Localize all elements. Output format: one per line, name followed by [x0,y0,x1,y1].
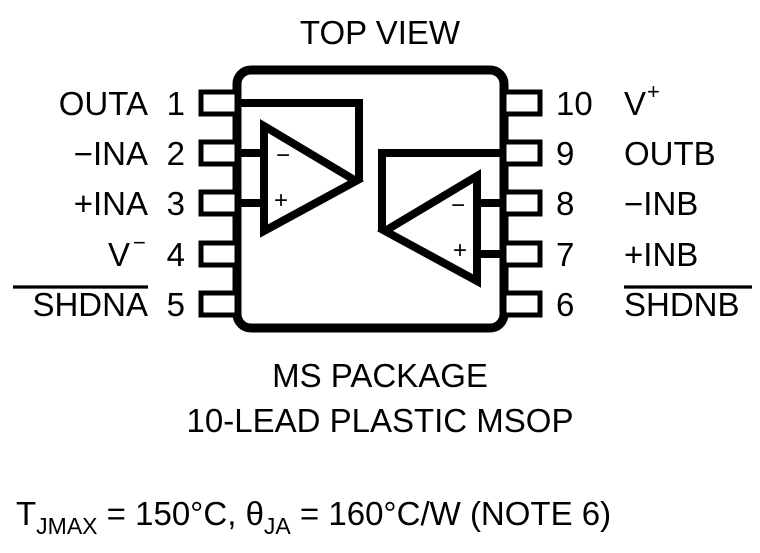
amp-a-triangle [260,118,365,238]
pin-number-3: 3 [167,185,185,222]
pin-label-v-positive: V [624,85,646,122]
amp-b-plus-sign: + [453,237,467,264]
pin-label-ina-plus: +INA [74,185,148,222]
pin-lead-9 [501,139,543,167]
amp-a-output-wire [237,99,363,181]
thermal-t-subscript: JMAX [36,513,97,539]
pin-number-7: 7 [556,236,574,273]
pin-label-inb-minus: −INB [624,185,698,222]
pin-label-v-negative-superscript: − [133,230,146,255]
pin-number-10: 10 [556,85,593,122]
pin-number-5: 5 [167,286,185,323]
pin-label-outa: OUTA [59,85,148,122]
pin-number-9: 9 [556,135,574,172]
pin-label-shdna: SHDNA [32,286,148,323]
amp-a-minus-sign: − [276,142,290,169]
pin-label-inb-plus: +INB [624,236,698,273]
pin-lead-5 [198,290,240,318]
pin-number-6: 6 [556,286,574,323]
thermal-theta-symbol: θ [246,495,264,532]
pin-lead-7 [501,240,543,268]
amp-b-output-wire [378,149,504,231]
package-name-caption: MS PACKAGE [272,357,488,394]
pin-number-1: 1 [167,85,185,122]
pin-label-shdnb: SHDNB [624,286,740,323]
diagram-title: TOP VIEW [300,14,461,51]
pin-number-4: 4 [167,236,185,273]
pin-lead-4 [198,240,240,268]
amp-a-plus-sign: + [274,187,288,214]
pin-lead-1 [198,89,240,117]
pin-label-v-negative: V [108,236,130,273]
thermal-spec-line: TJMAX = 150°C, θJA = 160°C/W (NOTE 6) [16,495,611,539]
pin-lead-3 [198,189,240,217]
pin-number-2: 2 [167,135,185,172]
pin-lead-8 [501,189,543,217]
package-description-caption: 10-LEAD PLASTIC MSOP [187,402,574,439]
thermal-t-equation: = 150°C, [98,495,246,532]
pin-label-v-positive-superscript: + [647,79,660,104]
pin-lead-2 [198,139,240,167]
pin-lead-10 [501,89,543,117]
pin-label-outb: OUTB [624,135,716,172]
thermal-theta-equation: = 160°C/W (NOTE 6) [291,495,611,532]
thermal-t-symbol: T [16,495,36,532]
pin-label-ina-minus: −INA [74,135,148,172]
amp-b-triangle [376,168,481,288]
pin-number-8: 8 [556,185,574,222]
pin-lead-6 [501,290,543,318]
amp-b-minus-sign: − [451,192,465,219]
thermal-theta-subscript: JA [264,513,292,539]
